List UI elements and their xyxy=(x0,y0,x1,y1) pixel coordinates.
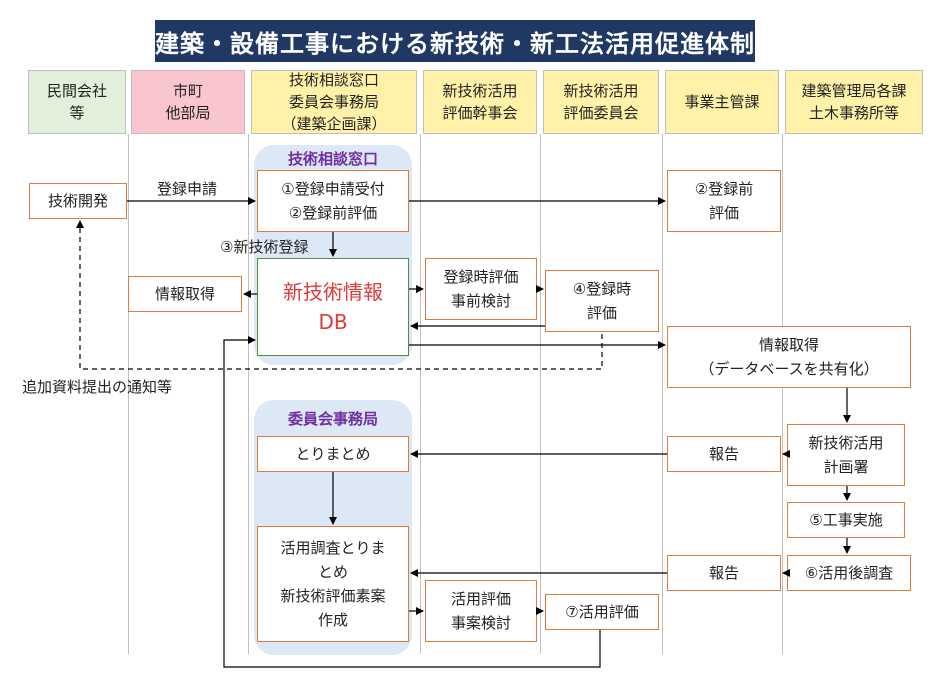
pre-registration-eval-box: ②登録前 評価 xyxy=(667,170,781,232)
tech-database-box: 新技術情報 DB xyxy=(257,258,409,356)
lane-divider xyxy=(662,134,663,654)
info-acquisition-city-box: 情報取得 xyxy=(128,276,242,312)
lane-divider xyxy=(248,134,249,654)
utilization-survey-summary-box: 活用調査とりま とめ 新技術評価素案 作成 xyxy=(257,526,409,642)
registration-apply-label: 登録申請 xyxy=(157,180,218,198)
info-share-box: 情報取得 （データベースを共有化） xyxy=(667,326,911,388)
notice-label: 追加資料提出の通知等 xyxy=(22,378,173,396)
lane-divider xyxy=(782,134,783,654)
lane-header-executive: 新技術活用 評価幹事会 xyxy=(423,70,537,134)
post-use-survey-box: ⑥活用後調査 xyxy=(787,555,911,591)
arrow-notice xyxy=(76,220,603,370)
lane-header-private: 民間会社 等 xyxy=(28,70,126,134)
summary-box: とりまとめ xyxy=(257,436,409,472)
arrow-eval-loop-to-db xyxy=(223,336,601,668)
report-box-2: 報告 xyxy=(667,555,781,591)
registration-eval-box: ④登録時 評価 xyxy=(545,270,659,332)
page-title: 建築・設備工事における新技術・新工法活用促進体制 xyxy=(155,20,755,62)
lane-header-committee: 新技術活用 評価委員会 xyxy=(543,70,659,134)
utilization-eval-box: ⑦活用評価 xyxy=(545,594,659,630)
lane-divider xyxy=(540,134,541,654)
lane-header-project-dept: 事業主管課 xyxy=(665,70,779,134)
lane-divider xyxy=(420,134,421,654)
lane-header-consult: 技術相談窓口 委員会事務局 （建築企画課） xyxy=(251,70,417,134)
registration-review-box: 登録時評価 事前検討 xyxy=(425,258,537,320)
new-tech-register-label: ③新技術登録 xyxy=(220,238,309,256)
utilization-review-box: 活用評価 事案検討 xyxy=(425,580,537,642)
tech-development-box: 技術開発 xyxy=(29,183,127,219)
lane-header-construction-office: 建築管理局各課 土木事務所等 xyxy=(785,70,923,134)
registration-reception-box: ①登録申請受付 ②登録前評価 xyxy=(257,170,409,232)
consult-panel-label: 技術相談窓口 xyxy=(287,150,378,168)
secretariat-panel-label: 委員会事務局 xyxy=(287,410,378,428)
lane-header-city: 市町 他部局 xyxy=(131,70,245,134)
construction-box: ⑤工事実施 xyxy=(787,502,905,538)
report-box-1: 報告 xyxy=(667,436,781,472)
lane-divider xyxy=(128,134,129,654)
